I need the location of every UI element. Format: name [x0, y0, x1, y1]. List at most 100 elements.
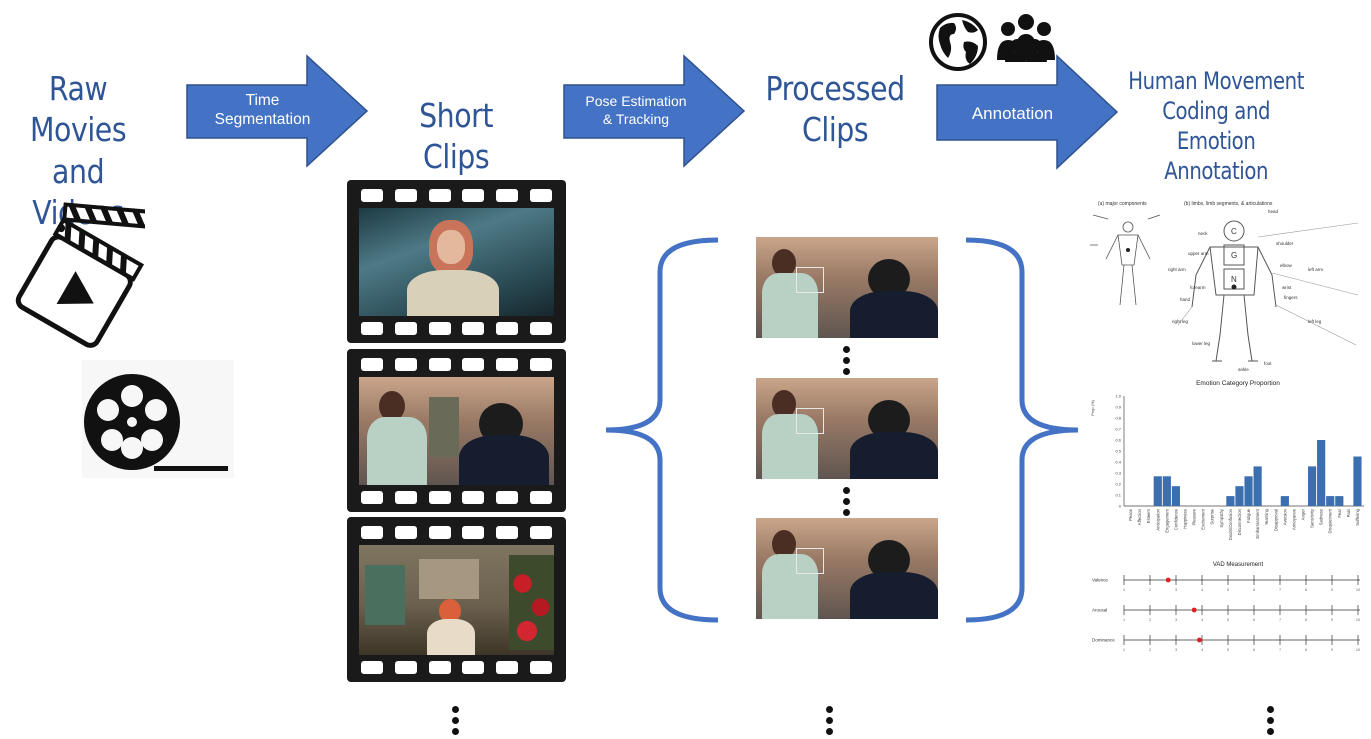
body-label-wrist: wrist: [1282, 285, 1292, 290]
emotion-category-label: Anger: [1301, 508, 1306, 520]
globe-icon: [929, 13, 987, 71]
segment-letter-c: C: [1231, 227, 1237, 236]
vad-marker: [1197, 637, 1202, 643]
vad-marker: [1165, 577, 1171, 583]
vad-scale-label: 9: [1331, 588, 1333, 592]
emotion-category-label: Pain: [1346, 508, 1351, 517]
vad-row-label: Dominance: [1092, 638, 1115, 643]
emotion-category-label: Peace: [1128, 508, 1133, 521]
emotion-bar: [1307, 466, 1317, 506]
body-label-forearm: forearm: [1190, 285, 1206, 290]
emotion-bar: [1153, 476, 1162, 506]
emotion-ytick-label: 0.5: [1115, 449, 1121, 454]
stage-title-human-movement: Human Movement Coding and Emotion Annota…: [1128, 67, 1305, 185]
vad-scale-label: 7: [1279, 648, 1281, 652]
emotion-category-label: Suffering: [1355, 508, 1360, 525]
vad-scale-label: 3: [1175, 648, 1177, 652]
emotion-ytick-label: 0: [1119, 504, 1122, 509]
emotion-ytick-label: 0.8: [1115, 416, 1121, 421]
emotion-category-label: Sympathy: [1219, 508, 1224, 528]
body-label-head: head: [1268, 209, 1279, 214]
body-label-right-leg: right leg: [1172, 319, 1189, 324]
vad-scale-label: 3: [1175, 618, 1177, 622]
vad-scale-label: 6: [1253, 588, 1255, 592]
emotion-category-label: Sadness: [1319, 509, 1324, 525]
body-label-right-arm: right arm: [1168, 267, 1186, 272]
segment-letter-n: N: [1231, 275, 1237, 284]
emotion-ytick-label: 1.0: [1115, 394, 1121, 399]
emotion-ytick-label: 0.9: [1115, 405, 1121, 410]
vad-scale-label: 2: [1149, 618, 1151, 622]
emotion-category-label: Excitement: [1201, 508, 1206, 530]
emotion-category-label: Doubt/Confusion: [1228, 508, 1233, 540]
processed-ellipsis-bottom: [826, 706, 834, 739]
emotion-category-chart: Emotion Category Proportion Prop (%) 00.…: [1090, 380, 1364, 540]
emotion-chart-title: Emotion Category Proportion: [1196, 380, 1280, 387]
body-label-neck: neck: [1198, 231, 1208, 236]
emotion-ytick-label: 0.4: [1115, 460, 1121, 465]
body-label-ankle: ankle: [1238, 367, 1249, 372]
arrow-time-segmentation: [186, 54, 369, 168]
emotion-category-label: Pleasure: [1192, 508, 1197, 525]
vad-scale-label: 5: [1227, 588, 1229, 592]
emotion-category-label: Fear: [1337, 508, 1342, 517]
vad-scale-label: 4: [1201, 648, 1203, 652]
emotion-bar: [1171, 486, 1181, 506]
emotion-category-label: Disquietment: [1328, 508, 1333, 533]
vad-scale-label: 1: [1123, 588, 1125, 592]
annotation-ellipsis: [1267, 706, 1275, 739]
vad-scale-label: 5: [1227, 618, 1229, 622]
vad-scale-label: 10: [1356, 648, 1360, 652]
vad-scale-label: 4: [1201, 618, 1203, 622]
emotion-bar: [1244, 476, 1253, 506]
vad-scale-label: 1: [1123, 648, 1125, 652]
arrow-label-annotation: Annotation: [971, 104, 1054, 123]
body-label-upper-arm: upper arm: [1188, 251, 1209, 256]
arrow-pose-estimation: [563, 54, 746, 168]
emotion-bar: [1317, 440, 1326, 506]
body-coding-figure: (a) major components (b) limbs, limb seg…: [1090, 201, 1359, 372]
vad-scale-label: 5: [1227, 648, 1229, 652]
clapperboard-icon: [15, 202, 145, 348]
emotion-bar: [1253, 466, 1262, 506]
vad-scale-label: 6: [1253, 618, 1255, 622]
vad-scale-label: 9: [1331, 648, 1333, 652]
segment-letter-g: G: [1231, 251, 1237, 260]
emotion-ytick-label: 0.3: [1115, 471, 1121, 476]
arrow-label-time-segmentation: Time Segmentation: [214, 92, 311, 129]
processed-clip-2: [756, 378, 938, 479]
vad-scale-label: 7: [1279, 588, 1281, 592]
emotion-category-label: Affection: [1137, 508, 1142, 525]
emotion-ytick-label: 0.1: [1115, 493, 1121, 498]
emotion-ytick-label: 0.7: [1115, 427, 1121, 432]
body-label-elbow: elbow: [1280, 263, 1293, 268]
emotion-category-label: Embarrassment: [1255, 508, 1260, 538]
emotion-ytick-label: 0.2: [1115, 482, 1121, 487]
emotion-ytick-label: 0.6: [1115, 438, 1121, 443]
emotion-category-label: Confidence: [1173, 508, 1178, 530]
vad-scale-label: 4: [1201, 588, 1203, 592]
people-group-icon: [997, 14, 1055, 62]
film-reel-icon: [84, 374, 228, 471]
arrow-annotation: [936, 54, 1119, 170]
vad-scale-label: 8: [1305, 648, 1307, 652]
body-label-fingers: fingers: [1284, 295, 1298, 300]
right-curly-bracket: [965, 237, 1079, 623]
vad-row-label: Arousal: [1092, 608, 1107, 613]
vad-scale-label: 1: [1123, 618, 1125, 622]
emotion-bar: [1280, 496, 1289, 506]
emotion-category-label: Fatigue: [1246, 508, 1251, 523]
emotion-category-label: Esteem: [1146, 508, 1151, 523]
vad-title: VAD Measurement: [1213, 562, 1264, 568]
emotion-category-label: Surprise: [1210, 508, 1215, 524]
body-label-shoulder: shoulder: [1276, 241, 1294, 246]
emotion-category-label: Aversion: [1282, 508, 1287, 525]
vad-scale-label: 6: [1253, 648, 1255, 652]
emotion-category-label: Anticipation: [1155, 508, 1160, 530]
emotion-bar: [1226, 496, 1235, 506]
emotion-bar: [1335, 496, 1344, 506]
film-strip-clip-1: [347, 180, 566, 343]
vad-marker: [1191, 607, 1197, 613]
processed-clip-3: [756, 518, 938, 619]
